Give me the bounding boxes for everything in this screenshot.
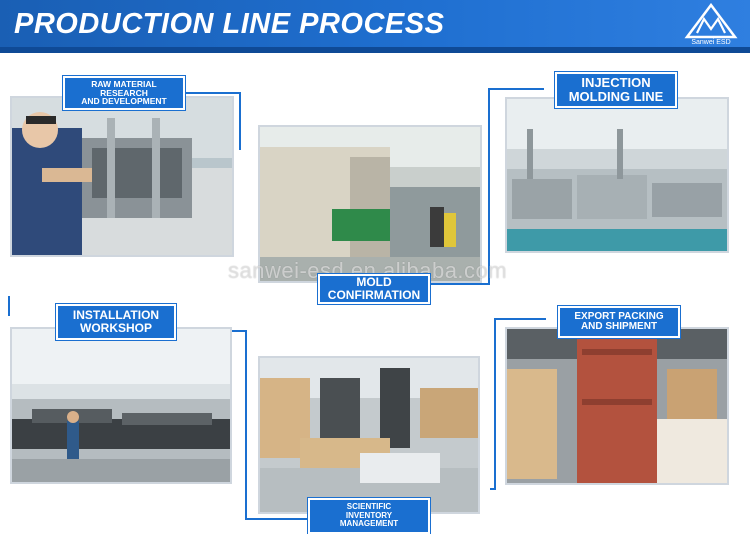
photo-raw-material-research bbox=[10, 96, 234, 257]
photo-installation-workshop bbox=[10, 327, 232, 484]
connector-line bbox=[488, 88, 544, 90]
connector-line bbox=[494, 318, 496, 488]
mountain-logo-icon: Sanwei ESD bbox=[683, 3, 739, 49]
step-label-line: EXPORT PACKING bbox=[574, 310, 664, 322]
connector-line bbox=[245, 488, 247, 518]
step-label-inventory-management: SCIENTIFIC INVENTORY MANAGEMENT bbox=[308, 498, 430, 534]
step-label-line: SCIENTIFIC bbox=[346, 502, 392, 512]
connector-line bbox=[245, 518, 325, 520]
step-label-line: AND DEVELOPMENT bbox=[81, 96, 167, 107]
photo-inventory-management bbox=[258, 356, 480, 514]
header-banner: PRODUCTION LINE PROCESS Sanwei ESD bbox=[0, 0, 750, 53]
step-label-installation-workshop: INSTALLATION WORKSHOP bbox=[56, 304, 176, 340]
step-label-line: INJECTION bbox=[581, 75, 651, 91]
step-label-line: MANAGEMENT bbox=[339, 519, 399, 529]
logo-text: Sanwei ESD bbox=[691, 39, 731, 46]
step-label-line: WORKSHOP bbox=[80, 321, 152, 335]
step-label-mold-confirmation: MOLD CONFIRMATION bbox=[318, 274, 430, 304]
connector-line bbox=[488, 88, 490, 285]
step-label-raw-material: RAW MATERIAL RESEARCH AND DEVELOPMENT bbox=[63, 76, 185, 110]
step-label-export-packing: EXPORT PACKING AND SHIPMENT bbox=[558, 306, 680, 338]
photo-mold-confirmation bbox=[258, 125, 482, 283]
page-title: PRODUCTION LINE PROCESS bbox=[14, 8, 445, 40]
connector-line bbox=[494, 318, 546, 320]
step-label-injection-molding: INJECTION MOLDING LINE bbox=[555, 72, 677, 108]
step-label-line: MOLD bbox=[356, 275, 392, 290]
header-stripe bbox=[0, 47, 750, 53]
connector-line bbox=[245, 330, 247, 490]
step-label-line: CONFIRMATION bbox=[327, 288, 421, 302]
step-label-line: INVENTORY bbox=[345, 510, 393, 520]
connector-line bbox=[408, 283, 488, 285]
photo-injection-molding-line bbox=[505, 97, 729, 253]
step-label-line: RESEARCH bbox=[100, 87, 148, 98]
connector-line bbox=[185, 92, 241, 94]
step-label-line: AND SHIPMENT bbox=[580, 321, 658, 332]
connector-line bbox=[490, 488, 496, 490]
photo-export-packing bbox=[505, 327, 729, 485]
connector-line bbox=[239, 92, 241, 150]
step-label-line: RAW MATERIAL bbox=[91, 78, 157, 89]
connector-line bbox=[8, 296, 10, 316]
step-label-line: MOLDING LINE bbox=[568, 89, 664, 104]
step-label-line: INSTALLATION bbox=[72, 308, 160, 323]
